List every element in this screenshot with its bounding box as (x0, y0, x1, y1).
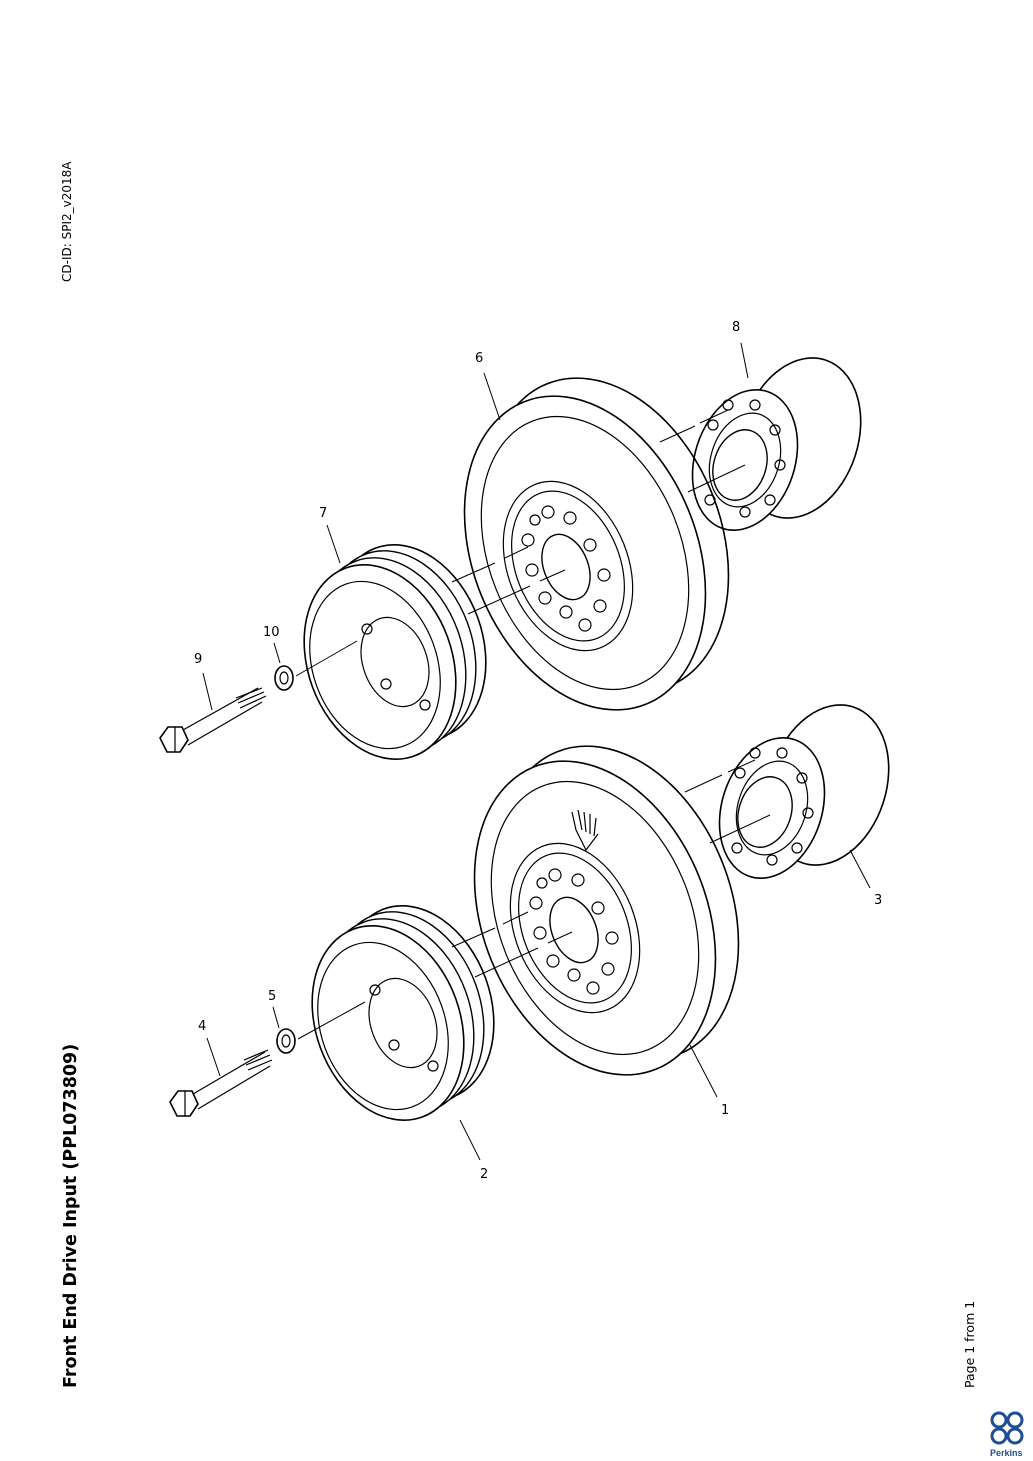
part-10-washer (274, 665, 294, 691)
part-9-bolt (159, 687, 267, 753)
callout-3: 3 (874, 893, 882, 908)
lower-axis-lines (297, 759, 771, 1040)
callout-7: 7 (319, 506, 327, 521)
part-6-damper (463, 377, 730, 711)
part-3-hub (718, 704, 890, 879)
part-5-washer (276, 1028, 296, 1054)
part-8-hub (691, 357, 862, 531)
callout-9: 9 (194, 652, 202, 667)
upper-axis-lines (295, 409, 746, 677)
callout-2: 2 (480, 1167, 488, 1182)
callout-5: 5 (268, 989, 276, 1004)
perkins-logo-icon (990, 1411, 1024, 1445)
callout-6: 6 (475, 351, 483, 366)
callout-8: 8 (732, 320, 740, 335)
logo-text: Perkins (990, 1448, 1023, 1458)
part-4-bolt (169, 1049, 273, 1117)
leader-lines (202, 342, 871, 1161)
callout-4: 4 (198, 1019, 206, 1034)
callout-10: 10 (263, 625, 280, 640)
callout-1: 1 (721, 1103, 729, 1118)
part-2-pulley (311, 905, 495, 1121)
part-7-pulley (303, 544, 487, 760)
part-1-damper (473, 745, 740, 1076)
